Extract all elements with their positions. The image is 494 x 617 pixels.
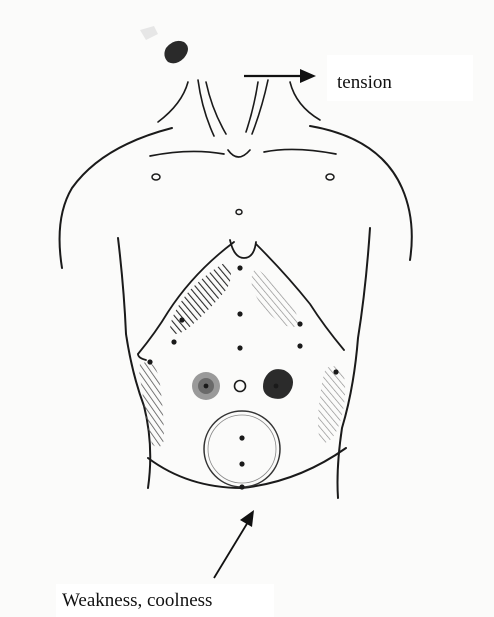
costal-arch xyxy=(138,240,344,360)
navel xyxy=(235,381,246,392)
acupoint-dot xyxy=(237,311,242,316)
acupoint-dot xyxy=(171,339,176,344)
acupoint-dot xyxy=(204,384,209,389)
left-hypochondrium-dark-hatch xyxy=(170,262,231,334)
lower-abdomen-outer-circle xyxy=(204,411,280,487)
head-tension-spot xyxy=(164,41,188,63)
neck-lines xyxy=(158,80,320,136)
tension-arrow xyxy=(244,69,316,83)
acupoint-dot xyxy=(179,317,184,322)
stray-smudge xyxy=(140,26,158,40)
acupoint-dot xyxy=(333,369,338,374)
right-hypochondrium-light-hatch xyxy=(252,268,299,327)
right-nipple xyxy=(326,174,334,180)
collarbones xyxy=(150,149,336,157)
weakness-coolness-label: Weakness, coolness xyxy=(56,584,274,617)
left-nipple xyxy=(152,174,160,180)
body-outline xyxy=(60,126,412,498)
sternum-point xyxy=(236,210,242,215)
acupoint-dot xyxy=(297,321,302,326)
acupoint-dot xyxy=(239,435,244,440)
acupoint-dot xyxy=(237,345,242,350)
tension-label: tension xyxy=(327,55,473,101)
right-mid-abdomen-spot xyxy=(263,369,293,399)
acupoint-dot xyxy=(239,461,244,466)
acupoint-dot xyxy=(237,265,242,270)
acupoint-dot xyxy=(239,484,244,489)
acupoint-dot xyxy=(297,343,302,348)
acupoint-dot xyxy=(274,384,279,389)
acupoint-dot xyxy=(147,359,152,364)
weakness-arrow xyxy=(214,510,254,578)
lower-abdomen-inner-circle xyxy=(208,415,276,483)
